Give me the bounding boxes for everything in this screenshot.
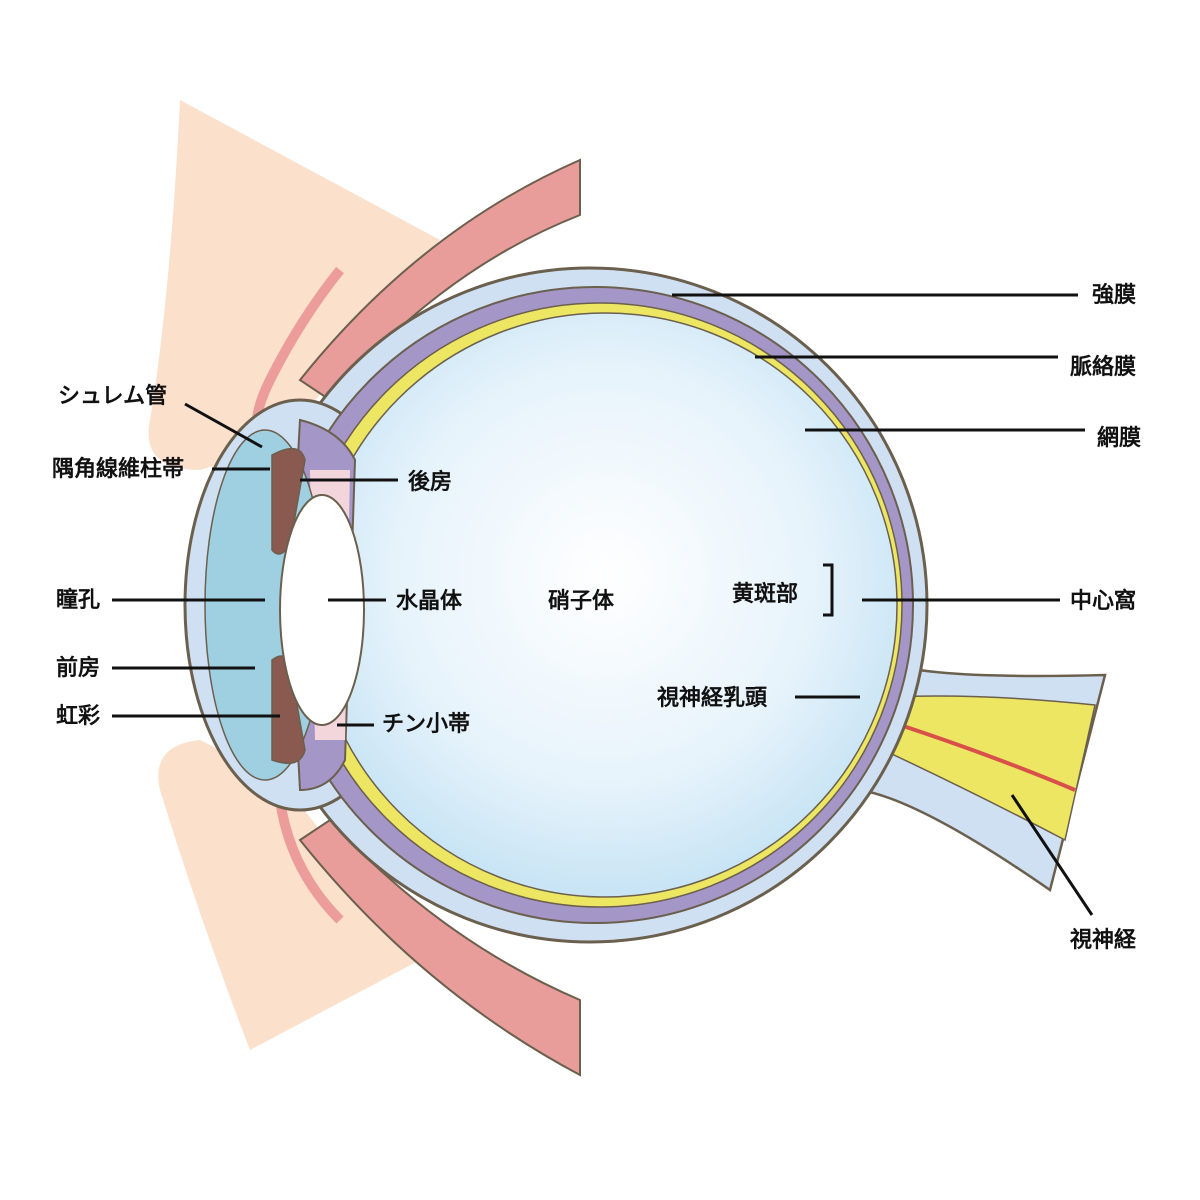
- label-vitreous: 硝子体: [548, 589, 615, 614]
- lower-muscle: [298, 818, 581, 1077]
- lower-eyelid: [158, 740, 420, 1050]
- upper-muscle: [298, 158, 581, 402]
- label-macula: 黄斑部: [732, 582, 799, 607]
- iris-lower: [271, 655, 306, 765]
- label-choroid: 脈絡膜: [1070, 355, 1137, 380]
- label-optic-nerve: 視神経: [1070, 928, 1137, 953]
- label-schlemm-canal: シュレム管: [58, 384, 168, 409]
- label-sclera: 強膜: [1092, 283, 1137, 308]
- label-pupil: 瞳孔: [56, 588, 101, 613]
- label-retina: 網膜: [1097, 426, 1142, 451]
- label-trabecular-meshwork: 隅角線維柱帯: [52, 457, 185, 482]
- label-lens: 水晶体: [396, 589, 463, 614]
- label-fovea: 中心窩: [1070, 589, 1137, 614]
- label-posterior-chamber: 後房: [408, 470, 453, 495]
- label-optic-disc: 視神経乳頭: [657, 686, 768, 711]
- label-iris: 虹彩: [56, 704, 101, 729]
- leader-lines: [112, 293, 1094, 916]
- label-zonule: チン小帯: [382, 712, 471, 737]
- lens: [279, 494, 365, 726]
- upper-eyelid: [148, 100, 441, 470]
- label-anterior-chamber: 前房: [56, 656, 101, 681]
